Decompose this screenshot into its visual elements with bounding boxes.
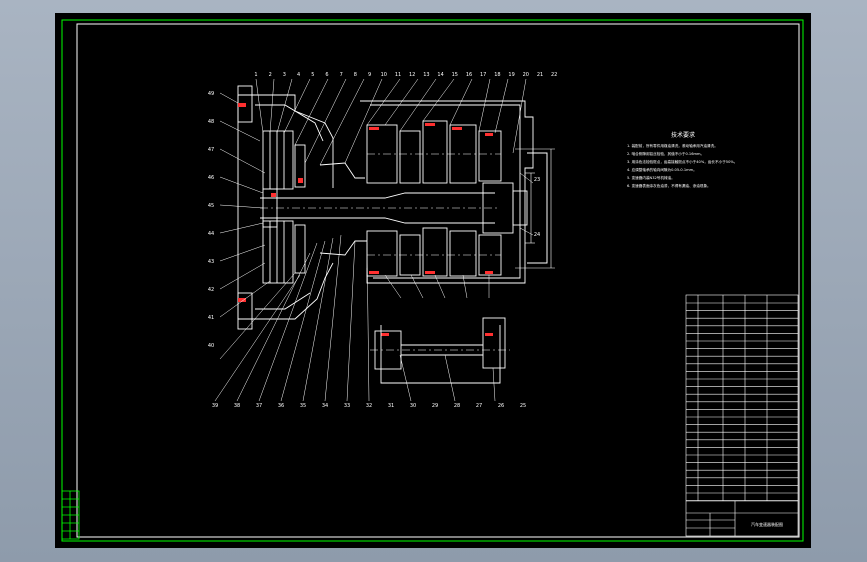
callout-label: 25 xyxy=(520,403,526,409)
inner-frame xyxy=(76,23,800,538)
callout-label: 19 xyxy=(508,72,514,78)
callout-label: 15 xyxy=(452,72,458,78)
callout-label: 30 xyxy=(410,403,416,409)
callout-label: 37 xyxy=(256,403,262,409)
parts-list xyxy=(685,294,799,537)
callout-label: 22 xyxy=(551,72,557,78)
callout-label: 9 xyxy=(368,72,371,78)
callout-label: 49 xyxy=(208,91,214,97)
callout-label: 41 xyxy=(208,315,214,321)
callout-label: 26 xyxy=(498,403,504,409)
countershaft-detail xyxy=(370,317,510,384)
callout-label: 7 xyxy=(340,72,343,78)
callout-label: 10 xyxy=(381,72,387,78)
callout-label: 48 xyxy=(208,119,214,125)
callouts-right: 23 24 xyxy=(534,177,540,238)
callout-label: 3 xyxy=(283,72,286,78)
callout-label: 34 xyxy=(322,403,328,409)
callout-label: 20 xyxy=(523,72,529,78)
notes-title: 技术要求 xyxy=(671,131,695,139)
callout-label: 42 xyxy=(208,287,214,293)
note-line: 1. 装配前，所有零件用煤油清洗，滚动轴承用汽油清洗。 xyxy=(627,143,718,148)
callout-label: 33 xyxy=(344,403,350,409)
callout-label: 47 xyxy=(208,147,214,153)
revision-stamp xyxy=(61,490,80,540)
callouts-left: 49 48 47 46 45 44 43 42 41 40 xyxy=(208,91,214,349)
callout-label: 27 xyxy=(476,403,482,409)
callout-label: 35 xyxy=(300,403,306,409)
callout-label: 39 xyxy=(212,403,218,409)
callout-label: 12 xyxy=(409,72,415,78)
technical-notes: 技术要求 1. 装配前，所有零件用煤油清洗，滚动轴承用汽油清洗。 2. 啮合侧隙用… xyxy=(627,131,737,188)
callout-label: 32 xyxy=(366,403,372,409)
callout-label: 44 xyxy=(208,231,214,237)
callout-label: 8 xyxy=(354,72,357,78)
callout-label: 6 xyxy=(325,72,328,78)
callout-label: 46 xyxy=(208,175,214,181)
callout-label: 45 xyxy=(208,203,214,209)
note-line: 4. 应调整轴承的轴向间隙为0.05-0.1mm。 xyxy=(627,167,697,172)
callout-label: 40 xyxy=(208,343,214,349)
callout-label: 28 xyxy=(454,403,460,409)
gearbox-section xyxy=(237,85,548,330)
leader-lines xyxy=(214,78,534,402)
callout-label: 43 xyxy=(208,259,214,265)
dimension-lines xyxy=(515,148,555,269)
callout-label: 18 xyxy=(494,72,500,78)
outer-frame xyxy=(61,19,804,542)
callout-label: 2 xyxy=(269,72,272,78)
callout-label: 38 xyxy=(234,403,240,409)
callout-label: 4 xyxy=(297,72,300,78)
callout-label: 23 xyxy=(534,177,540,183)
callout-label: 36 xyxy=(278,403,284,409)
seal-highlights xyxy=(238,103,493,336)
callout-label: 13 xyxy=(423,72,429,78)
callout-label: 21 xyxy=(537,72,543,78)
callout-label: 1 xyxy=(254,72,257,78)
callouts-bottom: 39 38 37 36 35 34 33 32 31 30 29 28 27 26 25 xyxy=(212,403,526,409)
callout-label: 24 xyxy=(534,232,540,238)
callout-label: 31 xyxy=(388,403,394,409)
note-line: 3. 用涂色法检验斑点，齿高接触斑点不小于40%，齿长不小于50%。 xyxy=(627,159,737,164)
callout-label: 5 xyxy=(311,72,314,78)
title-block-label: 汽车变速器装配图 xyxy=(751,521,783,527)
callout-label: 29 xyxy=(432,403,438,409)
notes-lines: 1. 装配前，所有零件用煤油清洗，滚动轴承用汽油清洗。 2. 啮合侧隙用铅丝检验，… xyxy=(627,143,737,188)
callout-label: 11 xyxy=(395,72,401,78)
callout-label: 17 xyxy=(480,72,486,78)
note-line: 6. 变速器表面涂灰色油漆，不得有漏油、渗油现象。 xyxy=(627,183,711,188)
note-line: 5. 变速器内装N32号机械油。 xyxy=(627,175,675,180)
callout-label: 14 xyxy=(437,72,443,78)
note-line: 2. 啮合侧隙用铅丝检验，其值不小于0.16mm。 xyxy=(627,151,704,156)
callout-label: 16 xyxy=(466,72,472,78)
